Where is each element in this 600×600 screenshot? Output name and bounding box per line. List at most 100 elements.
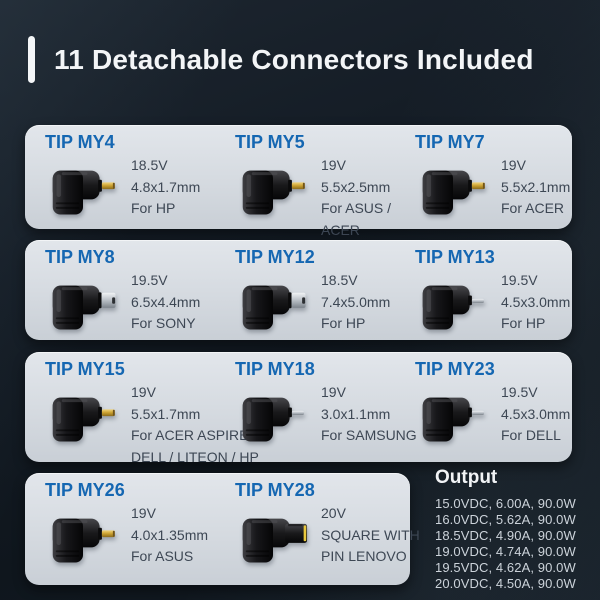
tip-specs: 19.5V 6.5x4.4mm For SONY — [131, 270, 200, 335]
tip-body: 19V 5.5x2.5mm For ASUS / ACER — [235, 154, 415, 241]
tip-size: 4.0x1.35mm — [131, 526, 209, 543]
tip-voltage: 19.5V — [501, 272, 538, 288]
connector-panel-row1: TIP MY4 18.5V 4.8x1.7mm For HP TIP MY5 1… — [25, 125, 572, 238]
tip-voltage: 19V — [131, 384, 156, 400]
connector-image — [45, 157, 121, 216]
tip-voltage: 19.5V — [131, 272, 168, 288]
tip-voltage: 19V — [321, 384, 346, 400]
page-title: 11 Detachable Connectors Included — [54, 43, 534, 75]
tip-size: 4.5x3.0mm — [501, 405, 571, 422]
tip-specs: 19V 3.0x1.1mm For SAMSUNG — [321, 382, 417, 447]
tip-brand: For ASUS — [131, 548, 194, 564]
connector-image — [45, 384, 121, 443]
connector-image — [235, 272, 311, 331]
tip-body: 19V 3.0x1.1mm For SAMSUNG — [235, 381, 417, 447]
tip-size: 7.4x5.0mm — [321, 293, 391, 310]
tip-brand: For HP — [131, 200, 176, 216]
tip-size: 5.5x2.5mm — [321, 178, 391, 195]
output-line: 19.0VDC, 4.74A, 90.0W — [435, 544, 576, 559]
tip-specs: 20V SQUARE WITH PIN LENOVO — [321, 503, 420, 568]
tip-name: TIP MY4 — [45, 132, 115, 152]
tip-tile-my15: TIP MY15 19V 5.5x1.7mm For ACER ASPIRE /… — [45, 359, 259, 468]
tip-name: TIP MY18 — [235, 359, 315, 379]
tip-size: 5.5x2.1mm — [501, 178, 571, 195]
tip-specs: 19V 5.5x2.5mm For ASUS / ACER — [321, 155, 391, 241]
tip-body: 19.5V 4.5x3.0mm For DELL — [415, 381, 572, 447]
tip-tile-my4: TIP MY4 18.5V 4.8x1.7mm For HP — [45, 132, 235, 241]
tip-specs: 19V 5.5x2.1mm For ACER — [501, 155, 570, 220]
tip-tile-my23: TIP MY23 19.5V 4.5x3.0mm For DELL — [415, 359, 572, 468]
tip-name: TIP MY12 — [235, 247, 315, 267]
header: 11 Detachable Connectors Included — [28, 36, 534, 83]
tip-tile-my28: TIP MY28 20V SQUARE WITH PIN LENOVO — [235, 480, 420, 585]
tip-name: TIP MY8 — [45, 247, 115, 267]
tip-name: TIP MY15 — [45, 359, 125, 379]
tip-name: TIP MY5 — [235, 132, 305, 152]
tip-name: TIP MY23 — [415, 359, 495, 379]
tip-voltage: 19.5V — [501, 384, 538, 400]
tip-tile-my12: TIP MY12 18.5V 7.4x5.0mm For HP — [235, 247, 415, 340]
tip-specs: 18.5V 7.4x5.0mm For HP — [321, 270, 390, 335]
tip-voltage: 20V — [321, 505, 346, 521]
tip-tile-my5: TIP MY5 19V 5.5x2.5mm For ASUS / ACER — [235, 132, 415, 241]
tip-tile-my7: TIP MY7 19V 5.5x2.1mm For ACER — [415, 132, 572, 241]
tip-voltage: 19V — [501, 157, 526, 173]
tip-specs: 19V 4.0x1.35mm For ASUS — [131, 503, 208, 568]
tip-brand: For ASUS / — [321, 200, 392, 216]
connector-image — [415, 272, 491, 331]
tip-brand: PIN LENOVO — [321, 548, 407, 564]
tip-brand-2: DELL / LITEON / HP — [131, 448, 259, 465]
tip-tile-my18: TIP MY18 19V 3.0x1.1mm For SAMSUNG — [235, 359, 417, 468]
tip-tile-my8: TIP MY8 19.5V 6.5x4.4mm For SONY — [45, 247, 235, 340]
tip-voltage: 19V — [321, 157, 346, 173]
tip-brand: For DELL — [501, 427, 561, 443]
tip-body: 19.5V 4.5x3.0mm For HP — [415, 269, 572, 335]
tip-size: 5.5x1.7mm — [131, 405, 201, 422]
output-line: 15.0VDC, 6.00A, 90.0W — [435, 496, 576, 511]
tip-brand: For SONY — [131, 315, 196, 331]
output-line: 20.0VDC, 4.50A, 90.0W — [435, 576, 576, 591]
connector-image — [415, 384, 491, 443]
tip-size: 6.5x4.4mm — [131, 293, 201, 310]
tip-brand: For ACER — [501, 200, 565, 216]
connector-image — [235, 157, 311, 216]
tip-name: TIP MY26 — [45, 480, 125, 500]
tip-brand: For HP — [501, 315, 546, 331]
connector-image — [235, 384, 311, 443]
connector-panel-row2: TIP MY8 19.5V 6.5x4.4mm For SONY TIP MY1… — [25, 240, 572, 340]
tip-size: 3.0x1.1mm — [321, 405, 391, 422]
output-title: Output — [435, 467, 498, 488]
tip-name: TIP MY13 — [415, 247, 495, 267]
tip-specs: 19.5V 4.5x3.0mm For HP — [501, 270, 570, 335]
tip-brand: For SAMSUNG — [321, 427, 417, 443]
tip-specs: 19.5V 4.5x3.0mm For DELL — [501, 382, 570, 447]
tip-body: 20V SQUARE WITH PIN LENOVO — [235, 502, 420, 568]
tip-brand-2: ACER — [321, 221, 360, 238]
connector-image — [45, 272, 121, 331]
tip-name: TIP MY7 — [415, 132, 485, 152]
connector-panel-row4: TIP MY26 19V 4.0x1.35mm For ASUS TIP MY2… — [25, 473, 420, 585]
tip-body: 18.5V 4.8x1.7mm For HP — [45, 154, 235, 220]
connector-image — [45, 505, 121, 564]
output-line: 18.5VDC, 4.90A, 90.0W — [435, 528, 576, 543]
connector-panel-row3: TIP MY15 19V 5.5x1.7mm For ACER ASPIRE /… — [25, 352, 572, 465]
tip-specs: 19V 5.5x1.7mm For ACER ASPIRE / DELL / L… — [131, 382, 259, 468]
tip-body: 19V 5.5x1.7mm For ACER ASPIRE / DELL / L… — [45, 381, 259, 468]
tip-voltage: 18.5V — [321, 272, 358, 288]
tip-voltage: 19V — [131, 505, 156, 521]
tip-brand: For ACER ASPIRE / — [131, 427, 257, 443]
tip-voltage: 18.5V — [131, 157, 168, 173]
tip-name: TIP MY28 — [235, 480, 315, 500]
output-lines: 15.0VDC, 6.00A, 90.0W 16.0VDC, 5.62A, 90… — [435, 496, 585, 592]
tip-tile-my26: TIP MY26 19V 4.0x1.35mm For ASUS — [45, 480, 235, 585]
tip-size: 4.8x1.7mm — [131, 178, 201, 195]
connector-image — [235, 505, 311, 564]
title-accent-bar — [28, 36, 35, 83]
tip-size: SQUARE WITH — [321, 526, 420, 543]
tip-size: 4.5x3.0mm — [501, 293, 571, 310]
tip-specs: 18.5V 4.8x1.7mm For HP — [131, 155, 200, 220]
tip-tile-my13: TIP MY13 19.5V 4.5x3.0mm For HP — [415, 247, 572, 340]
output-spec-block: Output 15.0VDC, 6.00A, 90.0W 16.0VDC, 5.… — [435, 467, 585, 592]
output-line: 16.0VDC, 5.62A, 90.0W — [435, 512, 576, 527]
